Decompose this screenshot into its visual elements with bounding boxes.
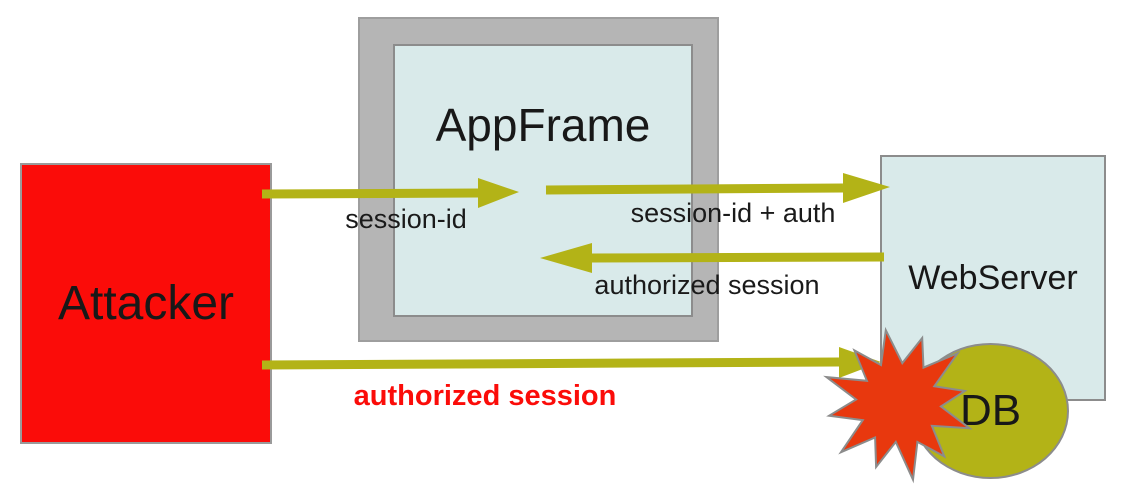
db-label: DB [959, 386, 1022, 435]
webserver-label: WebServer [908, 258, 1078, 297]
edge-label-authorized-session: authorized session [594, 270, 820, 300]
attacker-box: Attacker [20, 163, 272, 444]
appframe-label: AppFrame [435, 99, 651, 151]
db-ellipse: DB [912, 343, 1069, 479]
attacker-label: Attacker [57, 277, 235, 330]
edge-label-session-id: session-id [345, 204, 467, 234]
edge-label-bypass-authorized-session: authorized session [353, 380, 617, 412]
edge-label-session-id-auth: session-id + auth [630, 198, 836, 228]
arrow-bypass-authorized-session [261, 347, 881, 378]
